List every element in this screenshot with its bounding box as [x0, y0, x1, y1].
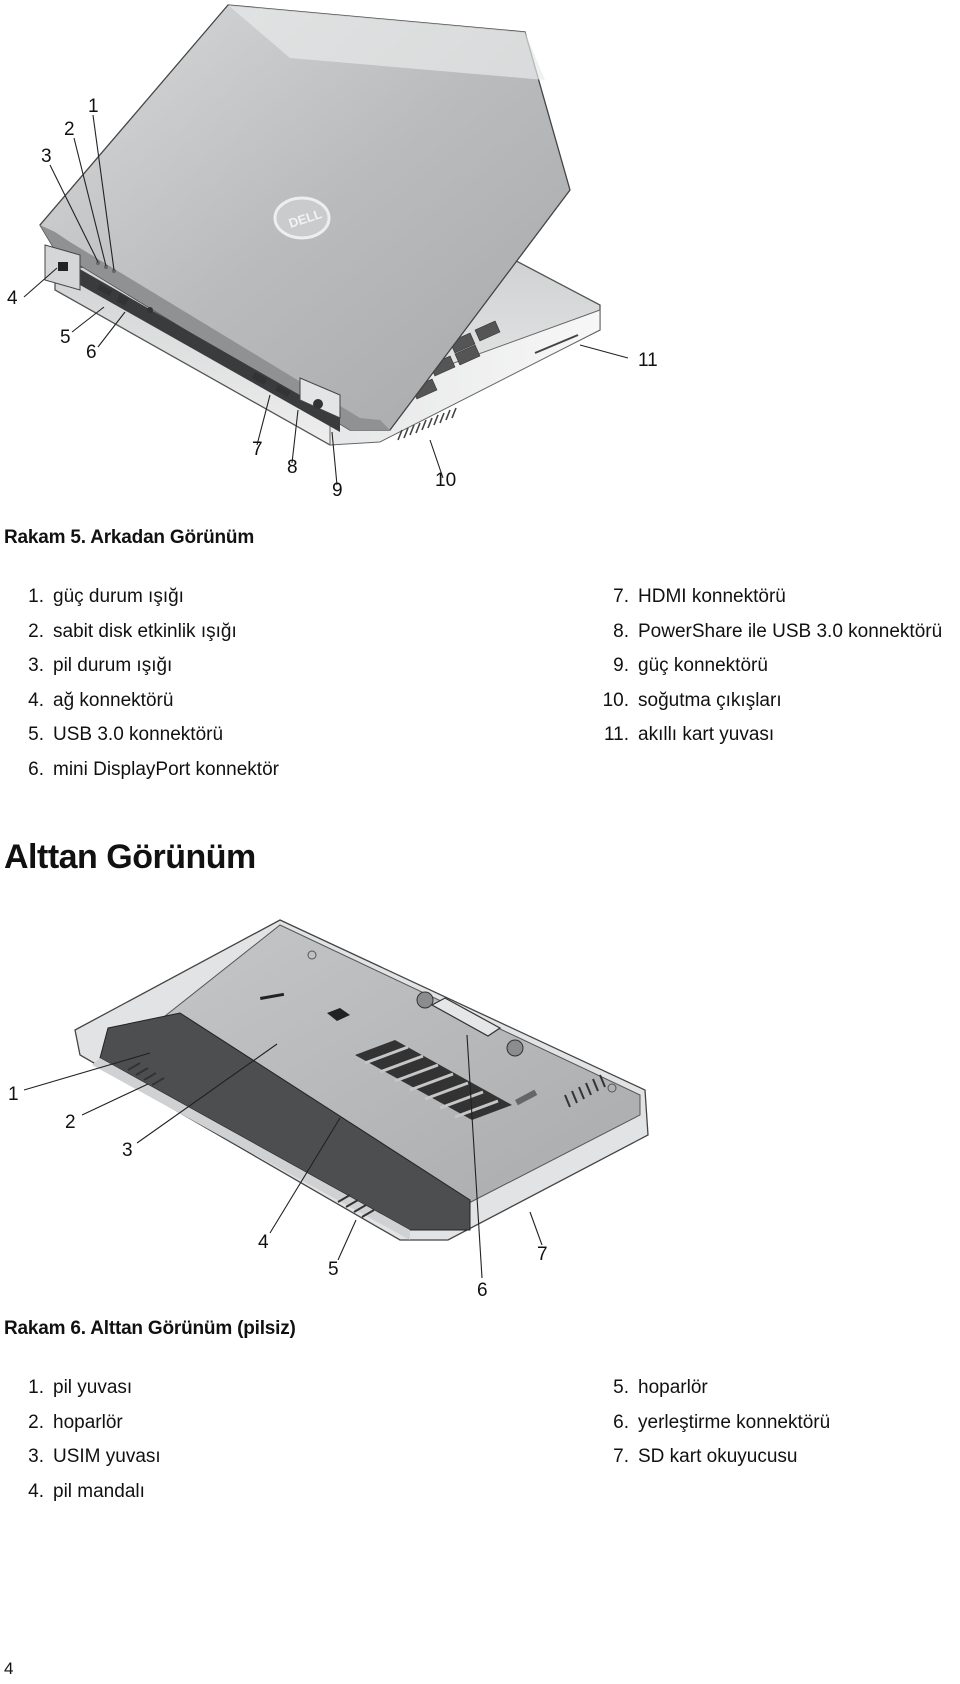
- list-item: 3.pil durum ışığı: [28, 655, 173, 676]
- list-item: 4.pil mandalı: [28, 1480, 145, 1502]
- list-item: 4.ağ konnektörü: [28, 689, 174, 711]
- figure6-list-left: 1.pil yuvası 2.hoparlör 3.USIM yuvası 4.…: [0, 1371, 161, 1509]
- bottom-callout-5: 5: [328, 1259, 339, 1280]
- rear-callout-7: 7: [252, 439, 263, 460]
- rear-callout-11: 11: [638, 350, 658, 371]
- list-item: 8.PowerShare ile USB 3.0 konnektörü: [613, 620, 943, 642]
- figure6-list-right: 5.hoparlör 6.yerleştirme konnektörü 7.SD…: [583, 1371, 830, 1475]
- list-item: 2.sabit disk etkinlik ışığı: [28, 620, 237, 642]
- rear-callout-4: 4: [7, 288, 18, 309]
- bottom-callout-2: 2: [65, 1112, 76, 1133]
- list-item: 10.soğutma çıkışları: [602, 689, 782, 711]
- list-item: 3.USIM yuvası: [28, 1446, 161, 1467]
- list-item: 5.USB 3.0 konnektörü: [28, 724, 224, 745]
- bottom-callout-4: 4: [258, 1232, 269, 1253]
- list-item: 11.akıllı kart yuvası: [603, 724, 775, 745]
- list-item: 7.HDMI konnektörü: [613, 586, 786, 607]
- bottom-callout-1: 1: [8, 1084, 19, 1105]
- list-item: 6.mini DisplayPort konnektör: [28, 758, 279, 780]
- list-item: 1.pil yuvası: [28, 1377, 133, 1398]
- list-item: 1.güç durum ışığı: [28, 586, 184, 607]
- list-item: 6.yerleştirme konnektörü: [613, 1411, 831, 1433]
- rear-callout-2: 2: [64, 119, 75, 140]
- rear-callout-8: 8: [287, 457, 298, 478]
- list-item: 2.hoparlör: [28, 1411, 123, 1433]
- bottom-view-illustration: 1 2 3 4 5 6 7: [8, 919, 649, 1300]
- rear-callout-3: 3: [41, 146, 52, 167]
- bottom-callout-6: 6: [477, 1280, 488, 1300]
- list-item: 5.hoparlör: [613, 1377, 708, 1398]
- figure6-caption: Rakam 6. Alttan Görünüm (pilsiz): [4, 1318, 296, 1339]
- list-item: 7.SD kart okuyucusu: [613, 1446, 798, 1467]
- list-item: 9.güç konnektörü: [613, 655, 768, 676]
- page-number: 4: [4, 1659, 14, 1678]
- rear-callout-9: 9: [332, 480, 343, 500]
- rear-callout-1: 1: [88, 96, 99, 117]
- section-heading: Alttan Görünüm: [4, 838, 256, 876]
- bottom-callout-7: 7: [537, 1244, 548, 1265]
- rear-callout-6: 6: [86, 342, 97, 363]
- figure5-caption: Rakam 5. Arkadan Görünüm: [4, 527, 255, 548]
- rear-callout-5: 5: [60, 327, 71, 348]
- rear-callout-10: 10: [435, 470, 456, 491]
- bottom-callout-3: 3: [122, 1140, 133, 1161]
- rear-view-illustration: DELL 1 2 3 4 5 6 7 8 9 10 11: [7, 4, 658, 500]
- figure5-list-left: 1.güç durum ışığı 2.sabit disk etkinlik …: [0, 580, 279, 787]
- figure5-list-right: 7.HDMI konnektörü 8.PowerShare ile USB 3…: [583, 580, 943, 753]
